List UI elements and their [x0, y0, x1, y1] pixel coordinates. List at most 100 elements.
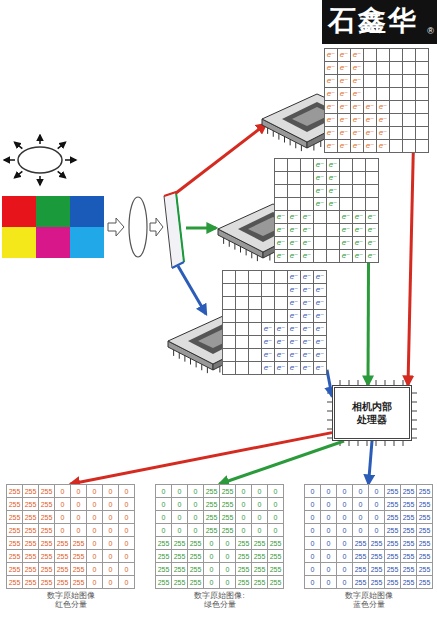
value-cell: 0: [87, 511, 103, 524]
table-cell: 255: [9, 488, 21, 495]
electron-symbol: e⁻: [316, 187, 325, 195]
table-cell: 0: [178, 527, 182, 534]
table-cell: 255: [41, 579, 53, 586]
processor-pins: [327, 380, 417, 446]
electron-symbol: e⁻: [277, 325, 286, 333]
pixel-cell: e⁻: [262, 362, 275, 375]
value-cell: 255: [188, 550, 204, 563]
pixel-cell: e⁻: [288, 224, 301, 237]
table-cell: 255: [419, 514, 431, 521]
pixel-cell: e⁻: [325, 49, 338, 62]
table-cell: 255: [73, 579, 85, 586]
electron-symbol: e⁻: [353, 103, 362, 111]
table-cell: 255: [73, 566, 85, 573]
value-cell: 0: [204, 563, 220, 576]
pixel-cell: [403, 62, 416, 75]
value-cell: 0: [71, 498, 87, 511]
pixel-cell: [223, 349, 236, 362]
value-cell: 0: [220, 537, 236, 550]
table-cell: 0: [162, 514, 166, 521]
table-cell: 0: [61, 527, 65, 534]
pixel-cell: [403, 88, 416, 101]
table-cell: 0: [194, 501, 198, 508]
pixel-cell: [403, 114, 416, 127]
table-cell: 255: [9, 553, 21, 560]
value-cell: 255: [7, 511, 23, 524]
electron-symbol: e⁻: [353, 129, 362, 137]
value-cell: 0: [236, 511, 252, 524]
value-cell: 255: [268, 537, 284, 550]
table-cell: 255: [254, 553, 266, 560]
value-cell: 0: [337, 524, 353, 537]
electron-symbol: e⁻: [277, 239, 286, 247]
pixel-cell: [403, 140, 416, 153]
pixel-cell: e⁻: [351, 75, 364, 88]
value-cell: 0: [156, 524, 172, 537]
value-cell: 255: [252, 576, 268, 589]
electron-symbol: e⁻: [342, 226, 351, 234]
pixel-cell: [223, 310, 236, 323]
pixel-cell: e⁻: [338, 114, 351, 127]
pixel-cell: [249, 310, 262, 323]
watermark: 石鑫华: [328, 5, 418, 37]
electron-symbol: e⁻: [303, 239, 312, 247]
table-cell: 255: [238, 579, 250, 586]
table-cell: 255: [25, 514, 37, 521]
table-cell: 0: [274, 488, 278, 495]
pixel-cell: e⁻: [288, 336, 301, 349]
table-cell: 255: [403, 579, 415, 586]
value-cell: 255: [417, 498, 433, 511]
value-cell: 255: [23, 563, 39, 576]
value-grid: 0000025525525500000255255255000002552552…: [304, 484, 433, 589]
value-cell: 255: [39, 485, 55, 498]
pixel-cell: e⁻: [288, 284, 301, 297]
electron-symbol: e⁻: [316, 161, 325, 169]
value-cell: 255: [204, 485, 220, 498]
table-cell: 0: [210, 540, 214, 547]
electron-symbol: e⁻: [327, 51, 336, 59]
electron-symbol: e⁻: [379, 142, 388, 150]
pixel-cell: [416, 75, 429, 88]
pixel-cell: [288, 198, 301, 211]
table-cell: 0: [311, 514, 315, 521]
table-cell: 0: [311, 527, 315, 534]
registered-mark: ®: [427, 26, 434, 36]
table-cell: 255: [190, 540, 202, 547]
pixel-cell: e⁻: [301, 211, 314, 224]
table-cell: 0: [311, 488, 315, 495]
pixel-cell: e⁻: [366, 250, 379, 263]
pixel-cell: e⁻: [314, 297, 327, 310]
pixel-cell: e⁻: [301, 271, 314, 284]
table-cell: 255: [355, 553, 367, 560]
pixel-cell: [390, 49, 403, 62]
pixel-cell: [288, 185, 301, 198]
table-cell: 0: [359, 488, 363, 495]
pixel-cell: [249, 284, 262, 297]
table-cell: 255: [57, 579, 69, 586]
color-target: [2, 196, 104, 258]
pixel-cell: e⁻: [338, 101, 351, 114]
value-grid: 0002552550000002552550000002552550000002…: [155, 484, 284, 589]
value-cell: 0: [321, 498, 337, 511]
table-cell: 0: [226, 553, 230, 560]
value-cell: 0: [87, 498, 103, 511]
table-cell: 0: [125, 540, 129, 547]
electron-symbol: e⁻: [340, 116, 349, 124]
blue-component-grid: 0000025525525500000255255255000002552552…: [304, 484, 433, 610]
electron-symbol: e⁻: [290, 226, 299, 234]
light-ray: [39, 135, 41, 144]
pixel-cell: e⁻: [327, 172, 340, 185]
pixel-cell: e⁻: [338, 140, 351, 153]
value-cell: 0: [268, 485, 284, 498]
table-cell: 255: [403, 540, 415, 547]
table-cell: 0: [242, 514, 246, 521]
value-cell: 0: [55, 524, 71, 537]
table-cell: 0: [311, 540, 315, 547]
value-cell: 0: [321, 550, 337, 563]
pixel-cell: [288, 172, 301, 185]
electron-symbol: e⁻: [327, 142, 336, 150]
value-cell: 0: [172, 524, 188, 537]
pixel-cell: e⁻: [351, 114, 364, 127]
value-cell: 0: [252, 524, 268, 537]
table-cell: 0: [343, 553, 347, 560]
